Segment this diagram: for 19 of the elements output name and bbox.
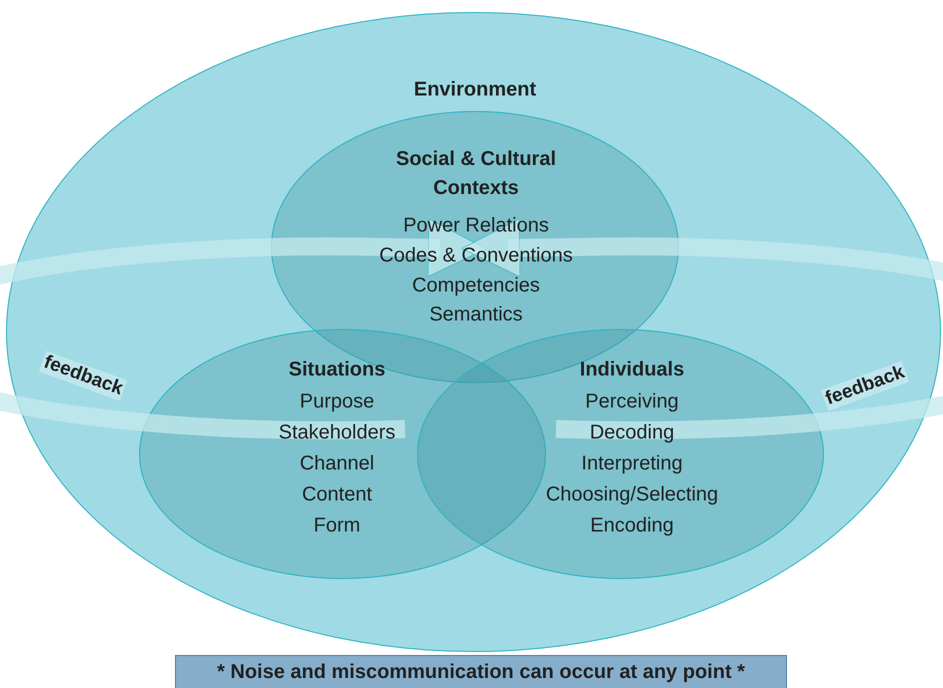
feedback-arrow [462,218,943,440]
list-item: Choosing/Selecting [546,484,718,506]
list-item: Decoding [590,422,674,444]
list-item: Interpreting [581,452,683,476]
region-title: Situations [288,358,386,382]
list-item: Purpose [300,390,374,414]
list-item: Competencies [412,274,540,298]
list-item: Content [302,484,372,506]
list-item: Form [314,514,360,538]
note-banner: * Noise and miscommunication can occur at any point * [175,655,787,688]
list-item: Power Relations [403,214,549,238]
list-item: Semantics [429,304,523,326]
region-title: Individuals [580,358,684,382]
list-item: Channel [300,452,374,476]
list-item: Stakeholders [278,422,396,444]
region-title: Environment [414,78,536,102]
region-title: Social & Cultural Contexts [394,147,558,201]
list-item: Encoding [590,514,674,538]
list-item: Perceiving [585,390,679,414]
